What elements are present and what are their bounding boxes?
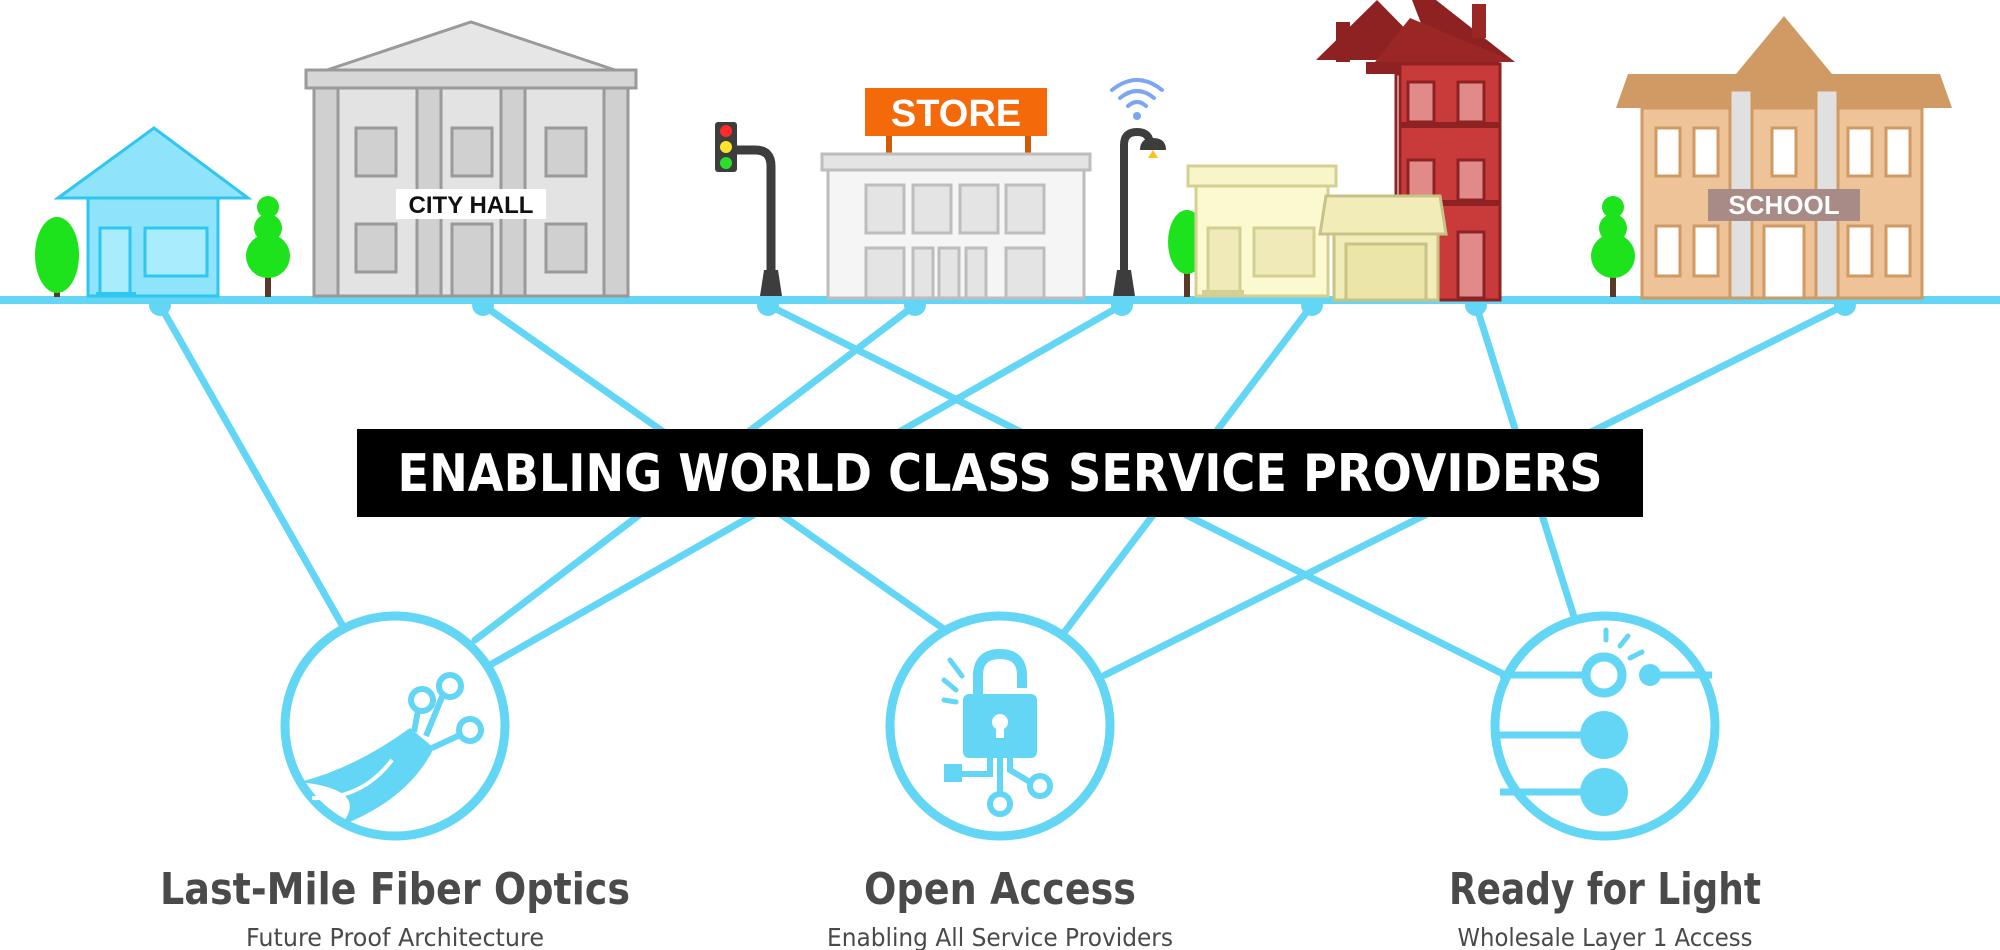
tree-icon [35, 217, 79, 297]
feature-title: Ready for Light [1449, 864, 1761, 915]
tree-icon [246, 196, 290, 297]
shop-building [1186, 164, 1338, 298]
house-icon [53, 126, 253, 298]
feature-open-access: Open Access Enabling All Service Provide… [827, 611, 1173, 950]
feature-subtitle: Future Proof Architecture [246, 923, 544, 950]
wifi-icon [1110, 78, 1164, 120]
school-building: SCHOOL [1616, 16, 1952, 300]
street-line [0, 296, 2000, 304]
network-node [472, 294, 494, 316]
feature-ready-for-light: Ready for Light Wholesale Layer 1 Access [1449, 611, 1761, 950]
shop-building [1318, 194, 1448, 302]
city-hall-sign: CITY HALL [409, 192, 534, 219]
store-building: STORE [820, 88, 1092, 300]
network-node [1111, 294, 1133, 316]
fiber-optic-icon [300, 672, 484, 826]
banner-box [357, 429, 1643, 517]
city-hall-building: CITY HALL [304, 20, 638, 298]
street-lamp-icon [1113, 127, 1166, 296]
banner-text: ENABLING WORLD CLASS SERVICE PROVIDERS [398, 444, 1603, 504]
network-node [757, 294, 779, 316]
open-lock-icon [941, 648, 1053, 817]
feature-title: Last-Mile Fiber Optics [160, 864, 630, 915]
traffic-light-icon [715, 122, 782, 296]
connection-line [156, 301, 349, 634]
tree-icon [1591, 196, 1635, 297]
feature-title: Open Access [864, 864, 1136, 915]
network-node [1301, 294, 1323, 316]
network-node [149, 294, 171, 316]
store-sign: STORE [891, 93, 1021, 135]
feature-fiber: Last-Mile Fiber Optics Future Proof Arch… [160, 611, 630, 950]
school-sign: SCHOOL [1728, 190, 1839, 220]
light-signal-icon [1496, 627, 1712, 816]
feature-subtitle: Enabling All Service Providers [827, 923, 1173, 950]
feature-subtitle: Wholesale Layer 1 Access [1458, 923, 1753, 950]
